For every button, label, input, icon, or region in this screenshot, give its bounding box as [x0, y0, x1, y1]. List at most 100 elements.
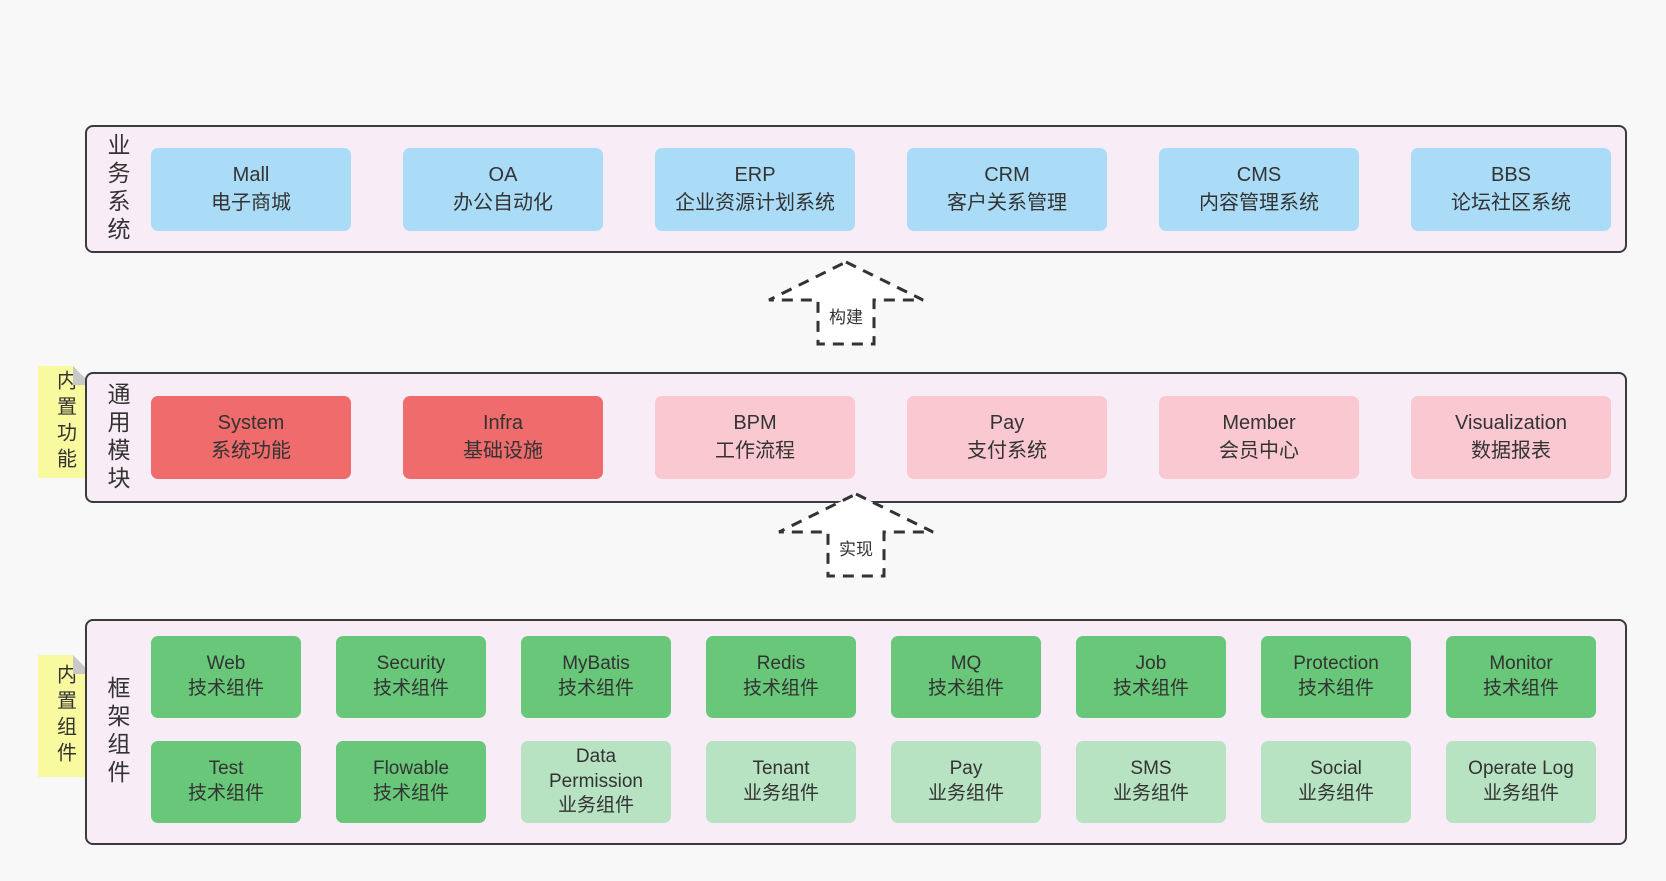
node-test: Test 技术组件	[151, 741, 301, 823]
node-title: Monitor	[1489, 653, 1553, 675]
node-title: Pay	[949, 758, 983, 780]
node-subtitle: 企业资源计划系统	[675, 191, 835, 214]
node-cms: CMS 内容管理系统	[1159, 148, 1359, 231]
node-subtitle: 系统功能	[211, 439, 291, 462]
node-title: BPM	[733, 411, 777, 434]
node-subtitle: 业务组件	[1482, 783, 1559, 804]
node-title: Infra	[482, 411, 524, 434]
node-title: Tenant	[752, 758, 810, 780]
node-subtitle: 技术组件	[372, 678, 449, 699]
band-boxes: System 系统功能 Infra 基础设施 BPM 工作流程 Pay 支付系统 Member 会…	[151, 396, 1611, 479]
node-subtitle: 技术组件	[1297, 678, 1374, 699]
node-subtitle: 基础设施	[463, 439, 543, 462]
node-visualization: Visualization 数据报表	[1411, 396, 1611, 479]
node-redis: Redis 技术组件	[706, 636, 856, 718]
node-bpm: BPM 工作流程	[655, 396, 855, 479]
node-member: Member 会员中心	[1159, 396, 1359, 479]
node-mybatis: MyBatis 技术组件	[521, 636, 671, 718]
node-subtitle: 技术组件	[927, 678, 1004, 699]
node-subtitle: 工作流程	[715, 439, 795, 462]
node-subtitle: 内容管理系统	[1199, 191, 1319, 214]
node-title: Mall	[232, 163, 270, 186]
node-system: System 系统功能	[151, 396, 351, 479]
node-subtitle: 业务组件	[1112, 783, 1189, 804]
node-title: Protection	[1293, 653, 1379, 675]
node-mq: MQ 技术组件	[891, 636, 1041, 718]
node-subtitle: 技术组件	[742, 678, 819, 699]
node-subtitle: 技术组件	[1112, 678, 1189, 699]
node-title: Visualization	[1455, 411, 1567, 434]
node-title: OA	[488, 163, 518, 186]
node-title: BBS	[1490, 163, 1532, 186]
node-title: Member	[1222, 411, 1296, 434]
node-protection: Protection 技术组件	[1261, 636, 1411, 718]
arrow-up-icon	[768, 260, 924, 346]
node-crm: CRM 客户关系管理	[907, 148, 1107, 231]
node-sms: SMS 业务组件	[1076, 741, 1226, 823]
node-web: Web 技术组件	[151, 636, 301, 718]
node-subtitle: 数据报表	[1471, 439, 1551, 462]
node-subtitle: 会员中心	[1219, 439, 1299, 462]
node-subtitle: 技术组件	[557, 678, 634, 699]
arrow-up-icon	[778, 492, 934, 578]
node-subtitle: 业务组件	[1297, 783, 1374, 804]
sticky-note-label: 内置功能	[53, 370, 76, 474]
node-title: SMS	[1130, 758, 1172, 780]
node-subtitle: 技术组件	[372, 783, 449, 804]
arrow-label: 构建	[829, 308, 863, 327]
sticky-note-builtin-components: 内置组件	[38, 655, 92, 777]
node-subtitle: 电子商城	[211, 191, 291, 214]
node-subtitle: 客户关系管理	[947, 191, 1067, 214]
node-title: MQ	[950, 653, 982, 675]
node-bbs: BBS 论坛社区系统	[1411, 148, 1611, 231]
node-subtitle: 支付系统	[967, 439, 1047, 462]
box-row: System 系统功能 Infra 基础设施 BPM 工作流程 Pay 支付系统 Member 会…	[151, 396, 1611, 479]
node-tenant: Tenant 业务组件	[706, 741, 856, 823]
node-title: Security	[376, 653, 446, 675]
node-pay: Pay 业务组件	[891, 741, 1041, 823]
band-label: 框架组件	[104, 676, 130, 788]
node-title: System	[217, 411, 285, 434]
band-label: 业务系统	[104, 133, 130, 245]
node-title: Data Permission	[549, 745, 643, 792]
node-title: Flowable	[372, 758, 450, 780]
node-title: MyBatis	[562, 653, 630, 675]
node-title: CMS	[1236, 163, 1282, 186]
node-oa: OA 办公自动化	[403, 148, 603, 231]
node-subtitle: 业务组件	[742, 783, 819, 804]
node-subtitle: 业务组件	[557, 795, 634, 817]
node-title: Redis	[756, 653, 806, 675]
arrow-up-build: 构建	[766, 259, 926, 347]
node-security: Security 技术组件	[336, 636, 486, 718]
node-subtitle: 技术组件	[187, 783, 264, 804]
node-subtitle: 技术组件	[1482, 678, 1559, 699]
node-subtitle: 技术组件	[187, 678, 264, 699]
node-job: Job 技术组件	[1076, 636, 1226, 718]
node-title: Test	[208, 758, 244, 780]
sticky-note-label: 内置组件	[53, 664, 76, 768]
node-mall: Mall 电子商城	[151, 148, 351, 231]
arrow-label: 实现	[839, 540, 873, 559]
node-title: CRM	[984, 163, 1030, 186]
sticky-note-builtin-features: 内置功能	[38, 366, 92, 478]
node-title: Web	[206, 653, 246, 675]
node-data-permission: Data Permission 业务组件	[521, 741, 671, 823]
node-subtitle: 业务组件	[927, 783, 1004, 804]
arrow-up-implement: 实现	[776, 491, 936, 579]
node-title: Job	[1135, 653, 1167, 675]
node-subtitle: 办公自动化	[453, 191, 553, 214]
node-title: Pay	[989, 411, 1025, 434]
node-subtitle: 论坛社区系统	[1451, 191, 1571, 214]
band-label: 通用模块	[104, 381, 130, 494]
